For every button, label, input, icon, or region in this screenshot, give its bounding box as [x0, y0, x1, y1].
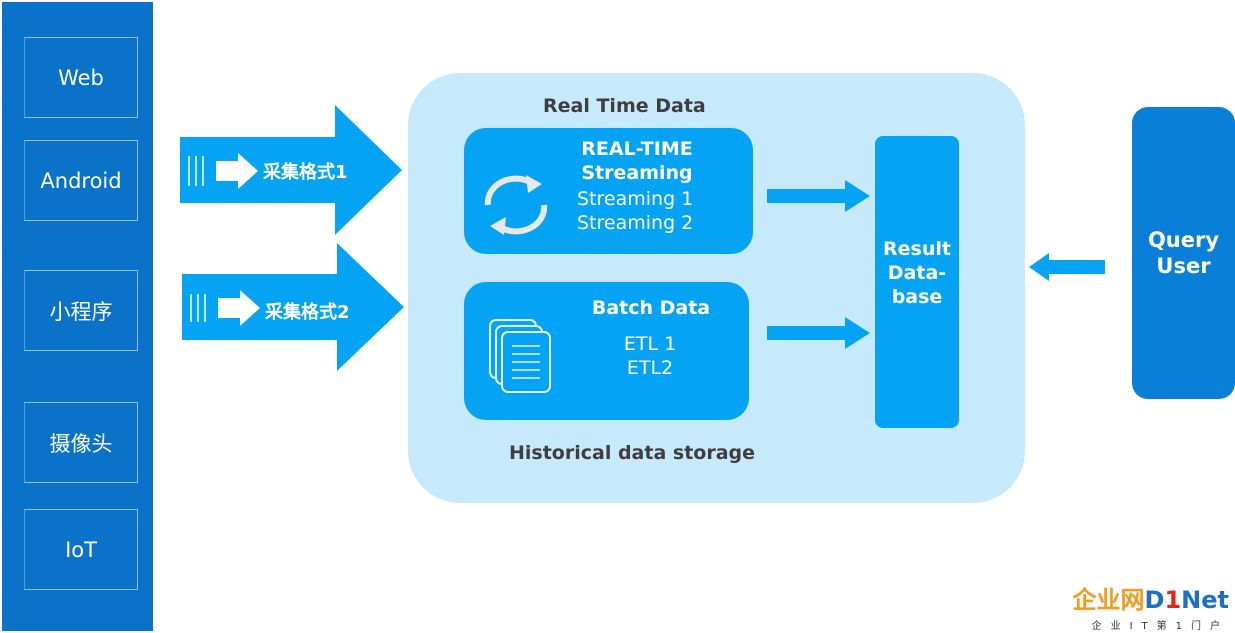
arrow-batch-to-result	[767, 317, 870, 349]
source-android: Android	[24, 140, 138, 221]
source-web-label: Web	[58, 65, 104, 90]
realtime-title-line1: REAL-TIME	[581, 138, 693, 160]
realtime-title-line2: Streaming	[581, 162, 693, 184]
result-db-line2: Data-	[887, 262, 947, 284]
input-arrow-2	[182, 243, 404, 371]
source-camera: 摄像头	[24, 402, 138, 483]
source-miniprogram-label: 小程序	[49, 299, 113, 324]
small-arrow-icon	[216, 153, 258, 189]
source-iot-label: IoT	[65, 537, 97, 562]
query-user-box: Query User	[1132, 107, 1235, 399]
source-android-label: Android	[40, 168, 122, 193]
logo: 企业网D1Net	[1073, 580, 1229, 615]
source-camera-label: 摄像头	[49, 431, 113, 456]
refresh-cycle-icon	[484, 175, 548, 235]
batch-title: Batch Data	[591, 297, 711, 319]
query-user-line2: User	[1156, 254, 1211, 278]
logo-part-c: 1	[1164, 586, 1182, 614]
input-label-2: 采集格式2	[265, 302, 350, 323]
source-miniprogram: 小程序	[24, 270, 138, 351]
batch-data-box: Batch Data ETL 1 ETL2	[464, 282, 749, 420]
input-arrow-1	[180, 105, 402, 235]
streaming-item-1: Streaming 1	[577, 188, 694, 210]
logo-part-b: D	[1144, 586, 1165, 614]
historical-section-title: Historical data storage	[509, 442, 756, 464]
logo-part-d: Net	[1181, 586, 1229, 614]
logo-part-a: 企业网	[1072, 586, 1145, 614]
logo-tagline: 企业IT第1门户	[1091, 621, 1229, 632]
streaming-item-2: Streaming 2	[577, 212, 694, 234]
input-label-1: 采集格式1	[263, 162, 348, 183]
realtime-streaming-box: REAL-TIME Streaming Streaming 1 Streamin…	[464, 128, 753, 254]
query-user-line1: Query	[1147, 228, 1220, 252]
source-web: Web	[24, 37, 138, 118]
arrow-realtime-to-result	[767, 180, 870, 212]
result-db-line3: base	[891, 286, 943, 308]
sources-panel: Web Android 小程序 摄像头 IoT	[2, 2, 153, 631]
result-db-line1: Result	[883, 238, 951, 260]
etl-item-1: ETL 1	[623, 333, 677, 355]
realtime-section-title: Real Time Data	[543, 95, 706, 117]
arrow-query-to-result	[1029, 253, 1105, 281]
small-arrow-icon	[218, 290, 260, 326]
source-iot: IoT	[24, 509, 138, 590]
etl-item-2: ETL2	[626, 357, 674, 379]
documents-stack-icon	[489, 319, 551, 393]
result-database: Result Data- base	[875, 136, 959, 428]
